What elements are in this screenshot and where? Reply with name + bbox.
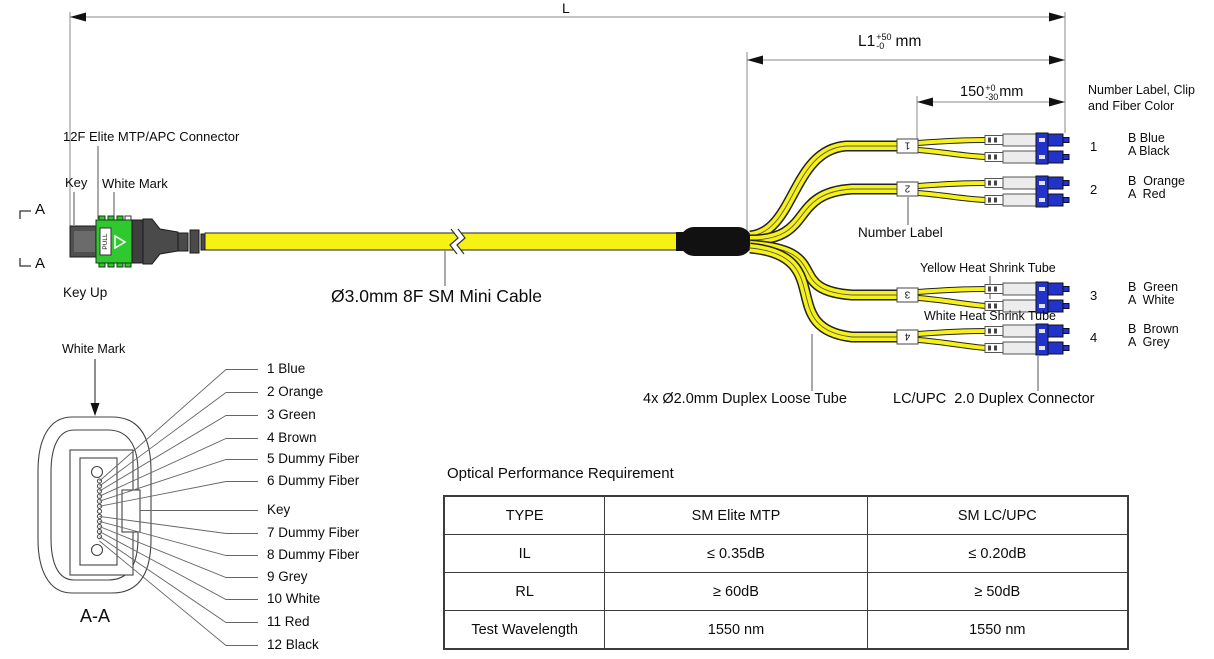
table-header-lc: SM LC/UPC [866, 495, 1129, 535]
cable-label: Ø3.0mm 8F SM Mini Cable [331, 286, 543, 306]
number-plate-2: 2 [904, 183, 910, 194]
fiber-label-8: 8 Dummy Fiber [267, 547, 360, 562]
leg-3-fiber-b: B Green [1128, 280, 1179, 294]
cable-break-symbol [450, 229, 465, 254]
duplex-fibers [917, 137, 987, 351]
table-row-rl: RL ≥ 60dB ≥ 50dB [443, 572, 1129, 611]
leg-1-fiber-b: B Blue [1128, 131, 1165, 145]
fiber-label-6: 6 Dummy Fiber [267, 473, 360, 488]
fiber-label-4: 4 Brown [267, 430, 317, 445]
dim-150-base: 150 [960, 84, 985, 101]
cross-section-title: A-A [80, 606, 111, 626]
dim-150-tolerance: +0 -30 [985, 83, 999, 102]
lc-bodies [1002, 133, 1037, 355]
table-row-wavelength: Test Wavelength 1550 nm 1550 nm [443, 610, 1129, 650]
lc-duplex-connectors [984, 132, 1070, 356]
table-row-il: IL ≤ 0.35dB ≤ 0.20dB [443, 534, 1129, 573]
cross-section-leaders [99, 369, 258, 646]
number-label-caption: Number Label [858, 225, 943, 240]
dim-l1-unit: mm [895, 33, 922, 51]
wavelength-label: Test Wavelength [443, 610, 606, 650]
leg-3-number: 3 [1090, 288, 1098, 303]
number-plate-1: 1 [904, 140, 910, 151]
table-header-mtp: SM Elite MTP [604, 495, 868, 535]
leg-4-fiber-a: A Grey [1128, 335, 1170, 349]
table-header-row: TYPE SM Elite MTP SM LC/UPC [443, 495, 1129, 535]
fiber-label-7: 7 Dummy Fiber [267, 525, 360, 540]
white-heat-shrink-label: White Heat Shrink Tube [924, 309, 1057, 323]
number-label-clip-caption-line1: Number Label, Clip [1088, 83, 1195, 97]
loose-tube-label: 4x Ø2.0mm Duplex Loose Tube [643, 391, 847, 407]
yellow-heat-shrink-label: Yellow Heat Shrink Tube [920, 261, 1056, 275]
fiber-label-2: 2 Orange [267, 384, 324, 399]
number-label-clip-caption-line2: and Fiber Color [1088, 99, 1175, 113]
fiber-label-9: 9 Grey [267, 569, 308, 584]
rl-lc-value: ≥ 50dB [866, 572, 1129, 611]
leg-2-fiber-a: A Red [1128, 187, 1166, 201]
il-mtp-value: ≤ 0.35dB [604, 534, 868, 573]
fiber-label-10: 10 White [267, 591, 321, 606]
dim-150-label: 150 +0 -30 mm [960, 84, 1023, 102]
leg-2-fiber-b: B Orange [1128, 174, 1185, 188]
key-label: Key [65, 175, 88, 190]
dimension-lines [69, 12, 1066, 250]
fiber-label-3: 3 Green [267, 407, 316, 422]
table-title: Optical Performance Requirement [447, 465, 674, 482]
leg-4-fiber-b: B Brown [1128, 322, 1179, 336]
key-up-label: Key Up [63, 285, 108, 300]
mtp-connector-label: 12F Elite MTP/APC Connector [63, 129, 240, 144]
section-cut-marks [19, 210, 31, 267]
leg-1-number: 1 [1090, 139, 1098, 154]
fiber-label-key: Key [267, 502, 291, 517]
number-plate-3: 3 [904, 289, 910, 300]
fanout-body [676, 227, 752, 256]
leg-3-fiber-a: A White [1128, 293, 1175, 307]
leg-2-number: 2 [1090, 182, 1098, 197]
table-header-type: TYPE [443, 495, 606, 535]
lc-fronts [1047, 133, 1070, 355]
section-a-bottom-label: A [35, 255, 46, 272]
dim-150-unit: mm [999, 84, 1024, 101]
leader-lines [73, 146, 1039, 391]
section-a-top-label: A [35, 201, 46, 218]
number-plates: 1 2 3 4 [896, 138, 919, 345]
dim-l-label: L [562, 0, 570, 16]
dimension-arrowheads [70, 12, 1065, 107]
clip-letters [1039, 138, 1045, 350]
rl-label: RL [443, 572, 606, 611]
optical-performance-table: TYPE SM Elite MTP SM LC/UPC IL ≤ 0.35dB … [443, 495, 1129, 650]
white-mark-label: White Mark [102, 176, 168, 191]
dim-l1-tolerance: +50 -0 [876, 32, 892, 51]
number-plate-4: 4 [904, 331, 910, 342]
key-notch [121, 489, 141, 533]
fiber-label-1: 1 Blue [267, 361, 306, 376]
rl-mtp-value: ≥ 60dB [604, 572, 868, 611]
leg-1-fiber-a: A Black [1128, 144, 1170, 158]
breakout-tubes [748, 140, 898, 343]
wavelength-lc-value: 1550 nm [866, 610, 1129, 650]
lc-connector-label: LC/UPC 2.0 Duplex Connector [893, 391, 1095, 407]
mtp-apc-connector: PULL [69, 215, 208, 268]
leg-4-number: 4 [1090, 330, 1098, 345]
fiber-label-5: 5 Dummy Fiber [267, 451, 360, 466]
il-lc-value: ≤ 0.20dB [866, 534, 1129, 573]
cross-section-view [37, 416, 152, 594]
il-label: IL [443, 534, 606, 573]
trunk-cable [204, 228, 684, 255]
mtp-boot [142, 218, 179, 265]
fiber-label-12: 12 Black [267, 637, 319, 652]
dim-l1-base: L1 [858, 33, 876, 51]
pull-tab-text: PULL [102, 233, 109, 250]
white-mark-arrow [90, 359, 100, 416]
fiber-label-11: 11 Red [267, 614, 310, 629]
wavelength-mtp-value: 1550 nm [604, 610, 868, 650]
cross-section-white-mark-label: White Mark [62, 342, 126, 356]
dim-l1-label: L1 +50 -0 mm [858, 33, 921, 51]
